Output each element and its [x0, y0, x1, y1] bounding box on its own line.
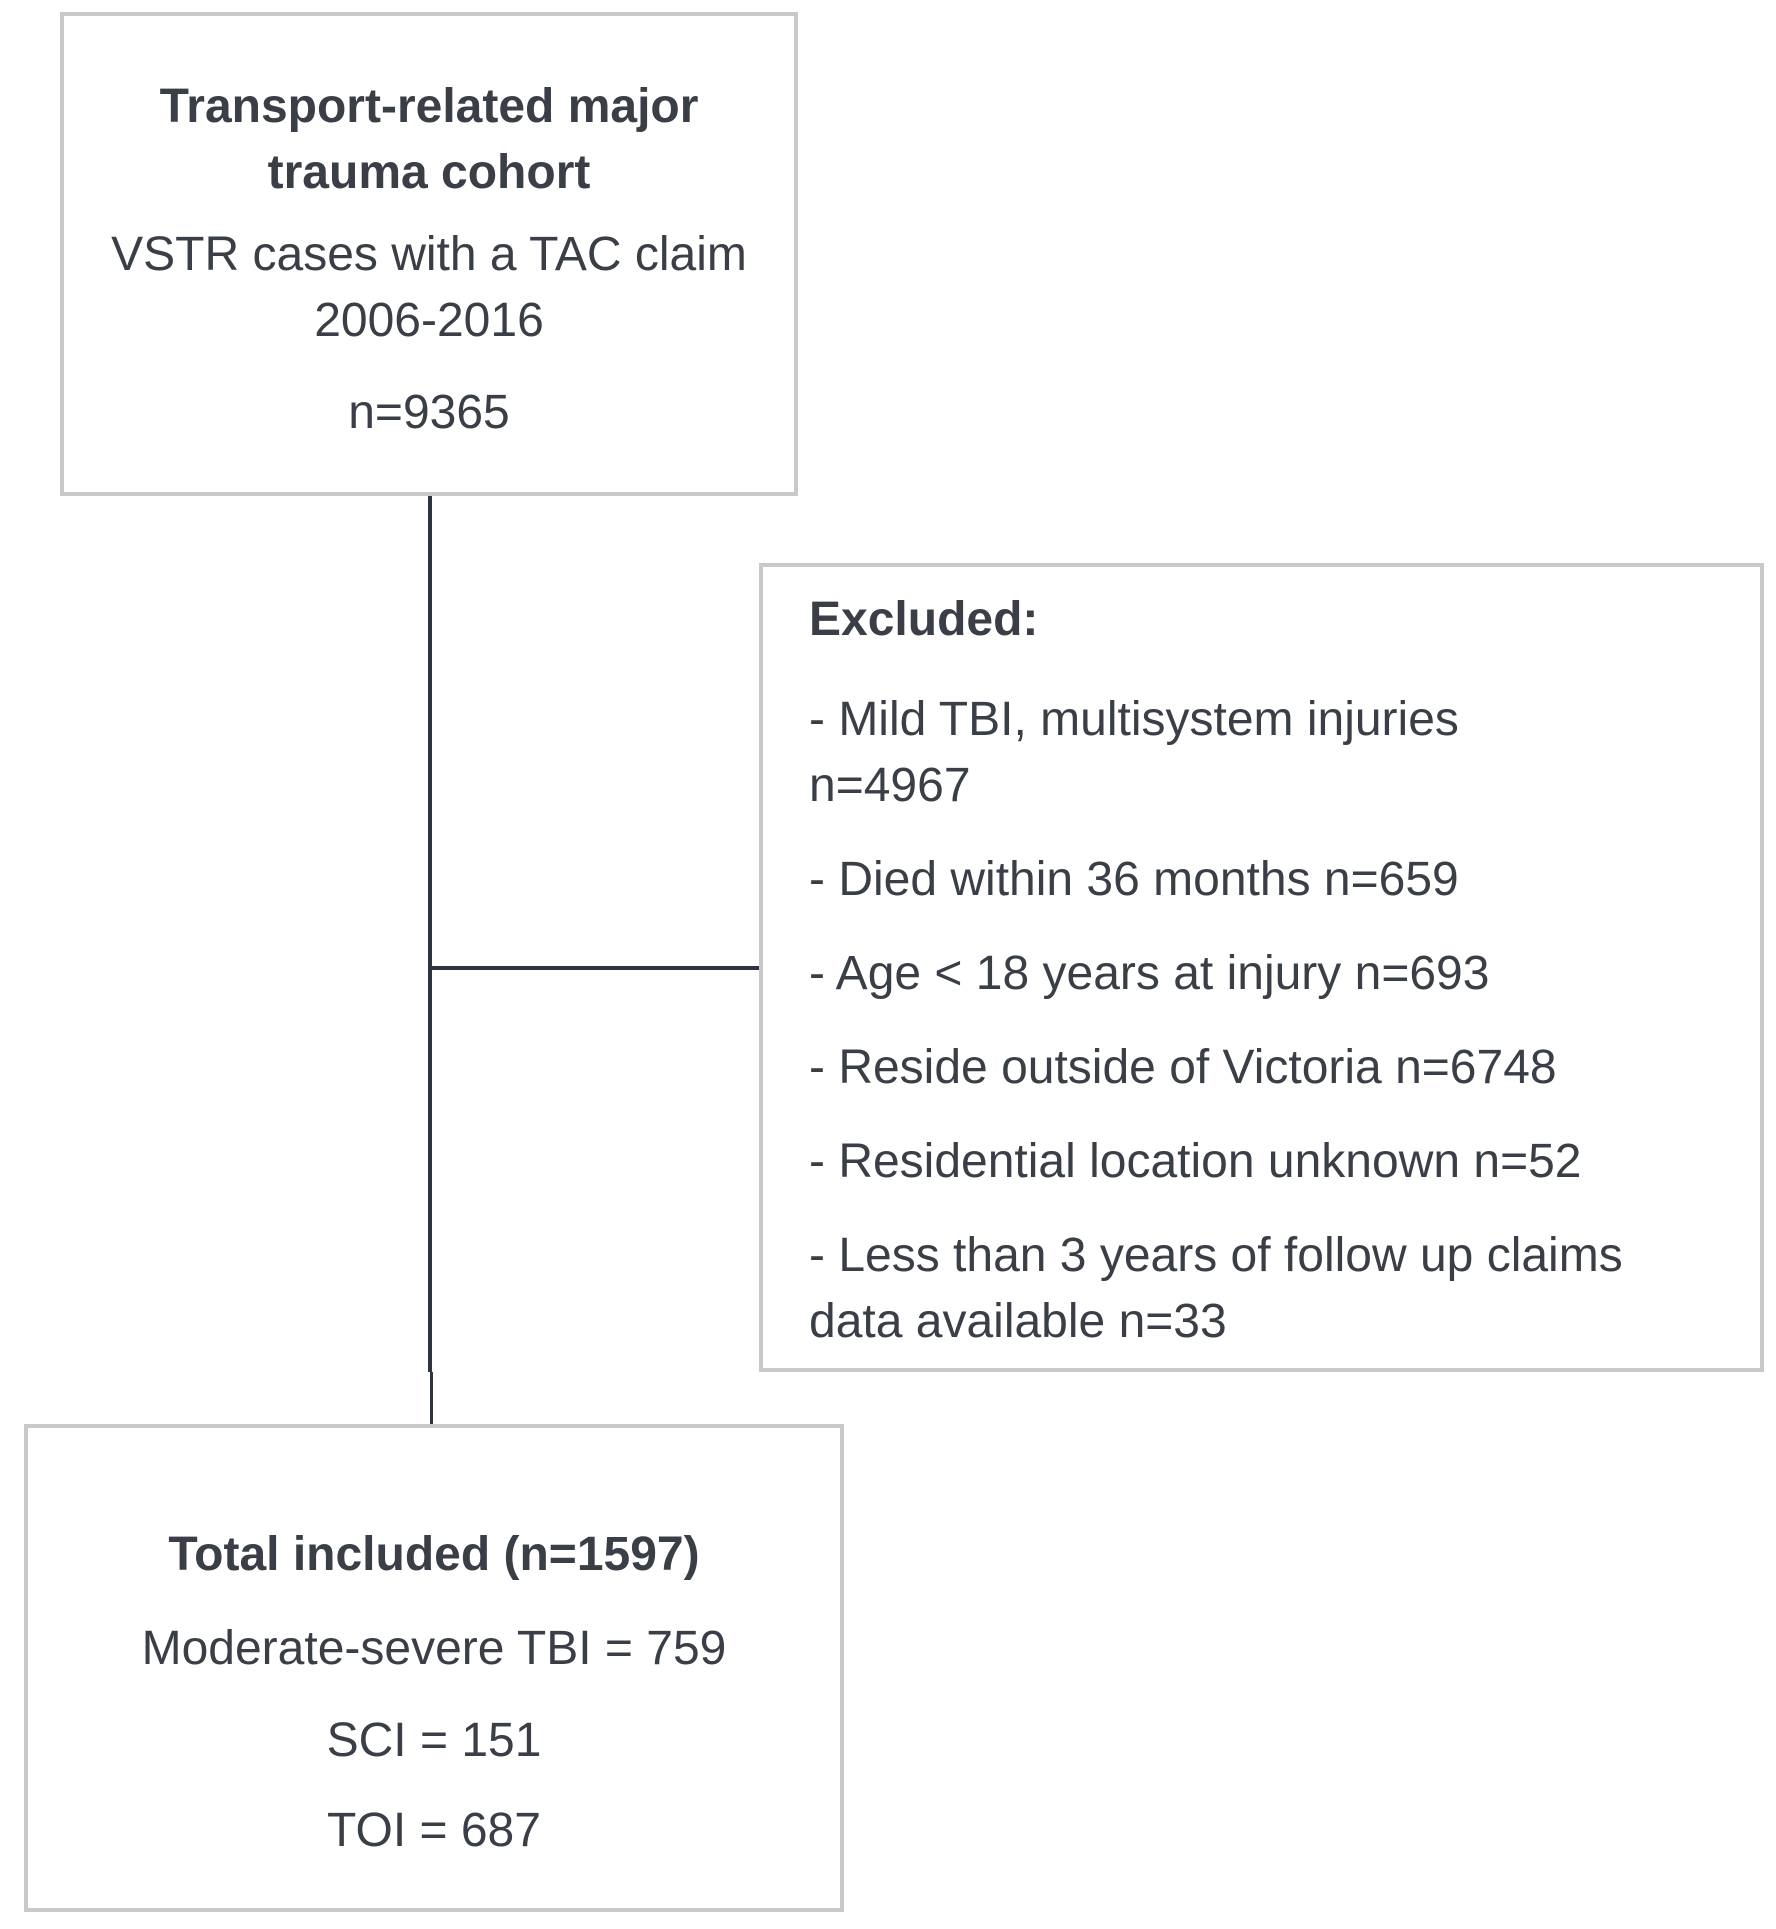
connector-vertical-lower [430, 1372, 433, 1424]
included-line: TOI = 687 [327, 1804, 541, 1857]
cohort-desc-line2: 2006-2016 [314, 294, 544, 347]
cohort-box: Transport-related major trauma cohort VS… [60, 12, 798, 496]
included-line: SCI = 151 [326, 1714, 542, 1767]
included-line: Moderate-severe TBI = 759 [141, 1622, 727, 1675]
excluded-item: data available n=33 [809, 1295, 1227, 1348]
cohort-title-line2: trauma cohort [267, 146, 591, 199]
excluded-item: n=4967 [809, 759, 971, 812]
excluded-item: - Died within 36 months n=659 [809, 853, 1459, 906]
excluded-box: Excluded: - Mild TBI, multisystem injuri… [759, 563, 1764, 1372]
excluded-item: - Mild TBI, multisystem injuries [809, 693, 1459, 746]
connector-vertical-upper [428, 496, 432, 1372]
cohort-title-line1: Transport-related major [159, 80, 699, 133]
cohort-desc-line1: VSTR cases with a TAC claim [111, 228, 747, 281]
excluded-item: - Residential location unknown n=52 [809, 1135, 1582, 1188]
cohort-count: n=9365 [348, 386, 510, 439]
included-box: Total included (n=1597) Moderate-severe … [24, 1424, 844, 1912]
excluded-item: - Reside outside of Victoria n=6748 [809, 1041, 1557, 1094]
excluded-item: - Less than 3 years of follow up claims [809, 1229, 1623, 1282]
excluded-item: - Age < 18 years at injury n=693 [809, 947, 1490, 1000]
excluded-heading: Excluded: [809, 593, 1039, 646]
included-heading: Total included (n=1597) [168, 1528, 700, 1581]
connector-horizontal-to-excluded [428, 966, 759, 970]
